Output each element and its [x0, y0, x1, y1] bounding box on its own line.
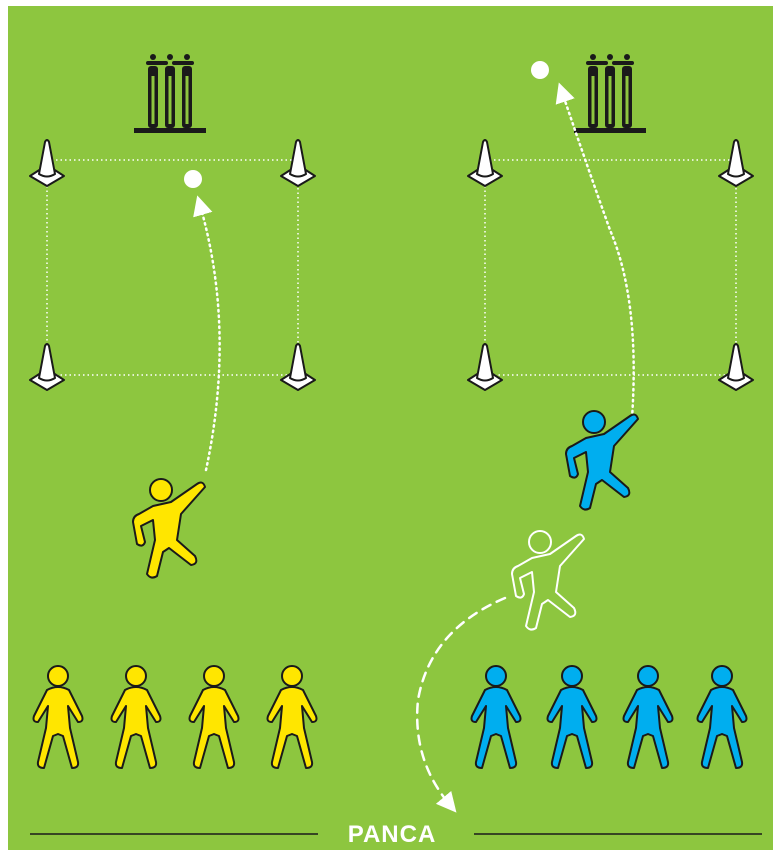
ball-icon — [184, 170, 202, 188]
footer-label: PANCA — [348, 821, 437, 848]
ball-icon — [531, 61, 549, 79]
